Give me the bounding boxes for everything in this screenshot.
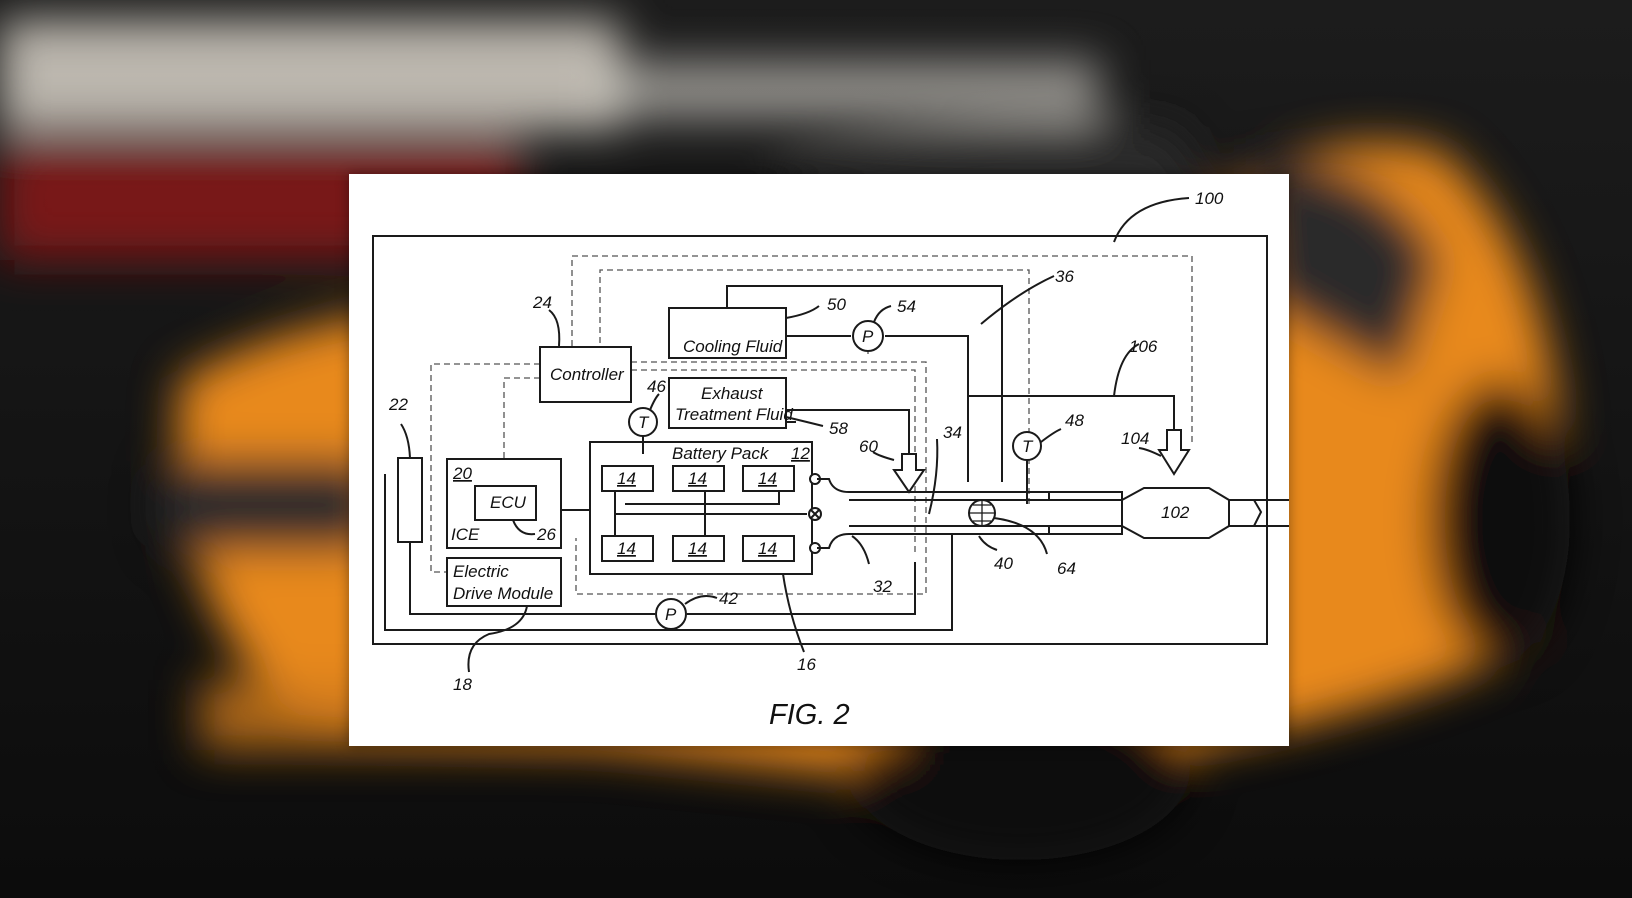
leader-60 (872, 451, 895, 461)
ref-20: 20 (452, 464, 472, 483)
ref-42: 42 (719, 589, 738, 608)
ref-100: 100 (1195, 189, 1224, 208)
leader-100 (1113, 197, 1190, 243)
edm-line1: Electric (453, 562, 509, 581)
leader-16 (782, 573, 805, 653)
injector-60-arrow (892, 453, 926, 494)
ref-40: 40 (994, 554, 1013, 573)
cooling-loop-top (726, 285, 1003, 482)
ref-102: 102 (1161, 503, 1190, 522)
exhaust-pipe-top (817, 478, 1123, 500)
pump-54-label: P (862, 327, 874, 346)
ref-22: 22 (388, 395, 408, 414)
injector-104-arrow (1157, 429, 1191, 476)
electric-drive-box (446, 557, 562, 607)
ref-50: 50 (827, 295, 846, 314)
leader-42 (684, 595, 718, 605)
dashed-line-outer (571, 255, 1193, 442)
cell-6-ref: 14 (758, 539, 777, 558)
pump-54-circle (852, 320, 884, 352)
ref-58: 58 (829, 419, 848, 438)
component-22 (397, 457, 423, 543)
patent-figure-card: Cooling Fluid P Controller Exhaust Treat… (349, 174, 1289, 746)
loop-outer (384, 474, 953, 631)
pump-42-label: P (665, 605, 677, 624)
ref-106: 106 (1129, 337, 1158, 356)
line-106 (967, 395, 1175, 438)
edm-line2: Drive Module (453, 584, 553, 603)
exhaust-fluid-line (786, 409, 910, 468)
ref-32: 32 (873, 577, 892, 596)
cell-4-ref: 14 (617, 539, 636, 558)
tailpipe (1229, 499, 1263, 527)
heat-exchanger-grid (969, 500, 995, 526)
ref-34: 34 (943, 423, 962, 442)
leader-58 (785, 416, 824, 427)
cell-1-ref: 14 (617, 469, 636, 488)
leader-18 (467, 605, 528, 673)
leader-46 (649, 393, 660, 411)
cooling-fluid-label: Cooling Fluid (683, 337, 783, 356)
dashed-line-batt2 (631, 369, 916, 554)
cell-5-ref: 14 (688, 539, 707, 558)
cell-1 (601, 465, 654, 492)
leader-64 (993, 517, 1048, 555)
controller-box (539, 346, 632, 403)
leader-106 (1113, 343, 1140, 397)
loop-22 (409, 542, 655, 615)
ref-64: 64 (1057, 559, 1076, 578)
ref-48: 48 (1065, 411, 1084, 430)
exhaust-line1: Exhaust (701, 384, 764, 403)
vehicle-outline (372, 235, 1268, 645)
battery-pack-label: Battery Pack (672, 444, 770, 463)
leader-32 (851, 535, 870, 565)
leader-34 (928, 438, 939, 515)
ref-24: 24 (532, 293, 552, 312)
temp-48-label: T (1022, 437, 1034, 456)
dashed-line-battery (575, 361, 927, 595)
ref-16: 16 (797, 655, 816, 674)
ecu-leader-26 (512, 519, 536, 536)
cooling-pump-out (885, 335, 969, 482)
cell-2 (672, 465, 725, 492)
leader-50 (785, 305, 820, 319)
cell-2-ref: 14 (688, 469, 707, 488)
ecu-box (474, 485, 537, 521)
leader-48 (1040, 428, 1062, 443)
ref-54: 54 (897, 297, 916, 316)
exhaust-pipe-bottom (817, 526, 1123, 549)
figure-caption: FIG. 2 (769, 699, 850, 731)
patent-diagram: Cooling Fluid P Controller Exhaust Treat… (372, 189, 1289, 731)
ref-12: 12 (791, 444, 810, 463)
cell-5 (672, 535, 725, 562)
ecu-label: ECU (490, 493, 527, 512)
cell-6 (742, 535, 795, 562)
controller-label: Controller (550, 365, 625, 384)
exhaust-fluid-box (668, 377, 787, 429)
leader-40 (978, 535, 998, 551)
leader-22 (400, 423, 411, 459)
ref-18: 18 (453, 675, 472, 694)
cell-3 (742, 465, 795, 492)
ref-60: 60 (859, 437, 878, 456)
ref-36: 36 (1055, 267, 1074, 286)
loop-42-out (687, 562, 916, 615)
leader-24 (548, 309, 561, 347)
ref-46: 46 (647, 377, 666, 396)
dashed-line-left (430, 363, 540, 573)
leader-36 (980, 275, 1055, 325)
leader-54 (873, 305, 892, 323)
ice-label: ICE (451, 525, 480, 544)
ref-26: 26 (536, 525, 556, 544)
dashed-line-ecu (503, 377, 540, 481)
battery-internal-lines (614, 491, 807, 536)
temp-46-label: T (638, 413, 650, 432)
ref-104: 104 (1121, 429, 1149, 448)
cell-3-ref: 14 (758, 469, 777, 488)
cell-4 (601, 535, 654, 562)
battery-valve-x (810, 509, 820, 519)
leader-104 (1138, 447, 1162, 457)
exhaust-line2: Treatment Fluid (675, 405, 793, 424)
